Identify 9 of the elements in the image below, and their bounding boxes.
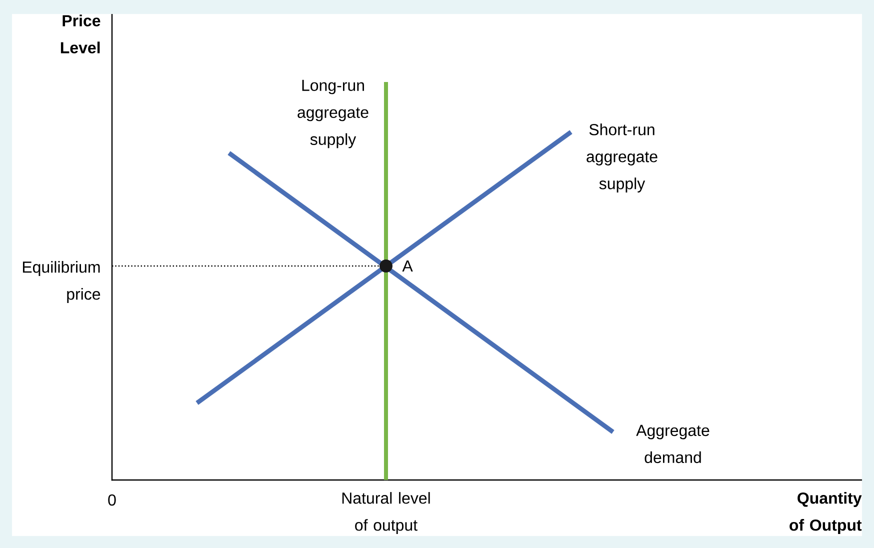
point-label: A (402, 260, 413, 272)
curve-label: Long-run aggregate supply (298, 80, 368, 148)
axis-label: 0 (108, 494, 116, 506)
curve-label: Aggregate demand (636, 424, 710, 464)
axis-title: Price Level (60, 14, 100, 54)
curve-label: Short-run aggregate supply (586, 124, 658, 192)
axis-label: Equilibrium price (22, 261, 100, 303)
axis-label: Natural level of output (342, 492, 430, 534)
axis-title: Quantity of Output (790, 492, 862, 534)
